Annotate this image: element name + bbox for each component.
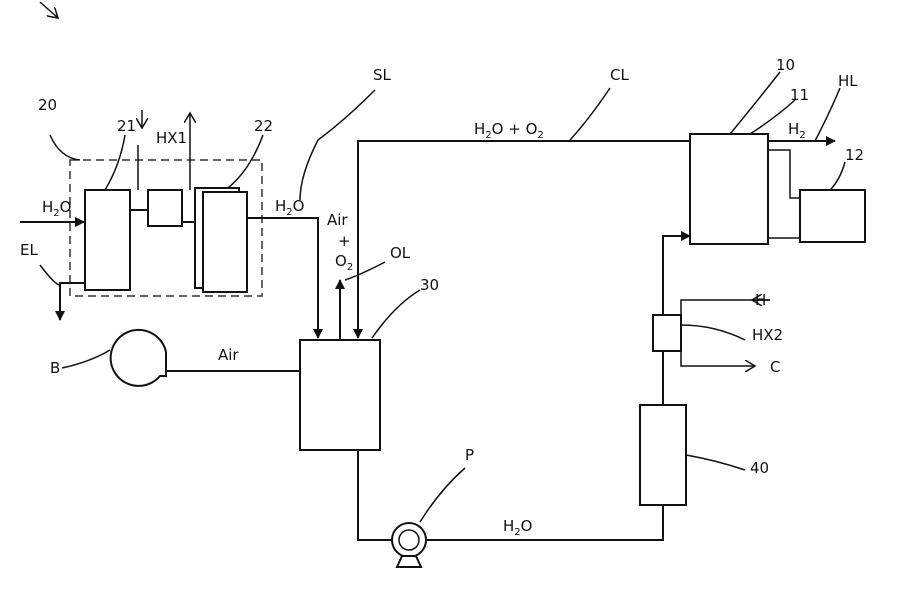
tank-30 [300,340,380,450]
pump-base [397,556,421,567]
leader-20 [50,135,80,160]
leader-12 [830,162,845,190]
unit-12-box [800,190,865,242]
pump-p [392,523,426,557]
label-11: 11 [790,86,809,104]
leader-10 [730,72,780,134]
pump-to-40-line [426,505,663,540]
label-air-bottom: Air [218,346,239,364]
label-p: P [465,446,474,464]
line-hx2-10 [663,236,690,315]
unit-22-box [203,192,247,292]
line-hx1-22 [182,222,195,280]
unit-10-box [690,134,768,244]
hx2-c-arrow-icon [681,351,755,366]
label-h2o-sl: H2O [275,197,304,218]
label-20: 20 [38,96,57,114]
label-air-top: Air [327,211,348,229]
label-b: B [50,359,60,377]
label-hl: HL [838,72,858,90]
leader-30 [372,290,420,338]
label-h2o-o2-cl: H2O + O2 [474,120,544,141]
label-ol: OL [390,244,411,262]
leader-22 [228,135,263,188]
unit-21-box [85,190,130,290]
leader-cl [570,88,610,140]
label-21: 21 [117,117,136,135]
label-el: EL [20,241,38,259]
leader-21 [105,135,125,190]
label-22: 22 [254,117,273,135]
label-plus-top: + [338,232,351,250]
leader-40 [686,455,745,470]
tank-to-pump-line [358,450,392,540]
label-c: C [770,358,780,376]
unit-40-box [640,405,686,505]
label-hx1: HX1 [156,129,187,147]
label-30: 30 [420,276,439,294]
label-o2-top: O2 [335,252,353,273]
label-h2o-pump: H2O [503,517,532,538]
leader-b [62,350,110,368]
label-hx2: HX2 [752,326,783,344]
corner-arrow-icon [40,2,58,18]
leader-sl [300,90,375,200]
leader-p [420,468,465,522]
label-40: 40 [750,459,769,477]
cl-line [358,141,690,338]
label-sl: SL [373,66,392,84]
blower-b [111,330,166,386]
leader-hx2 [681,325,745,340]
hx2-box [653,315,681,351]
label-12: 12 [845,146,864,164]
leader-hl [815,88,840,141]
leader-el [40,265,60,285]
label-h2-out: H2 [788,120,806,141]
label-10: 10 [776,56,795,74]
line-10-12-top [768,150,800,198]
label-h: H [755,291,766,309]
label-h2o-inlet: H2O [42,198,71,219]
label-cl: CL [610,66,629,84]
sl-line [247,218,318,338]
hx1-box [148,190,182,226]
el-outlet-arrow [60,283,85,320]
